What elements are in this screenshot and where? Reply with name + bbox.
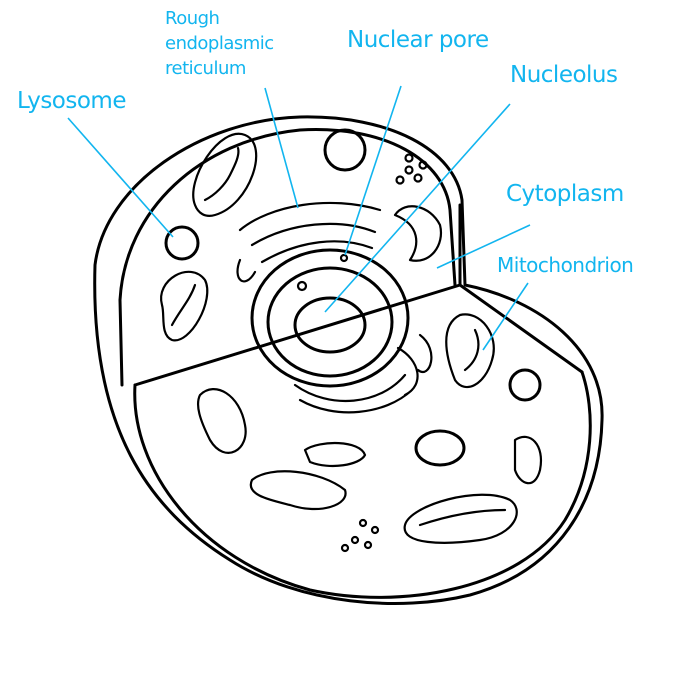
rough-er-leader-line [264,87,299,209]
nucleus-outer [250,248,410,388]
nuclear-pore-leader-line [344,85,402,256]
vesicle [508,368,542,402]
mitochondrion-4 [403,493,518,544]
cell-membrane-outer [93,115,604,605]
label-rough-er: Rough endoplasmic reticulum [165,6,274,81]
label-nucleolus: Nucleolus [510,62,618,88]
mitochondrion-1 [192,132,258,217]
cell-membrane-inner [118,128,457,387]
lysosome-leader-line [67,117,174,238]
ribosomes [340,153,428,553]
golgi-body [196,205,543,510]
label-mitochondrion: Mitochondrion [497,253,634,277]
mitochondrion-leader-line [482,282,529,351]
mitochondrion-3 [445,313,495,389]
mitochondrion-2 [160,270,209,342]
label-lysosome: Lysosome [17,88,126,114]
label-nuclear-pore: Nuclear pore [347,27,489,53]
nucleolus-leader-line [324,103,511,313]
rough-er [236,201,433,414]
vesicle [414,429,466,467]
label-cytoplasm: Cytoplasm [506,181,624,207]
nucleus-inner [266,266,394,378]
label-rough-er-line3: reticulum [165,58,246,79]
nucleolus [293,296,367,354]
label-rough-er-line1: Rough [165,8,220,29]
cell-membrane-front [133,370,592,599]
nuclear-pore [339,253,349,263]
label-rough-er-line2: endoplasmic [165,33,274,54]
vesicle [323,128,367,172]
cytoplasm-leader-line [436,224,531,269]
lysosome [164,225,200,261]
